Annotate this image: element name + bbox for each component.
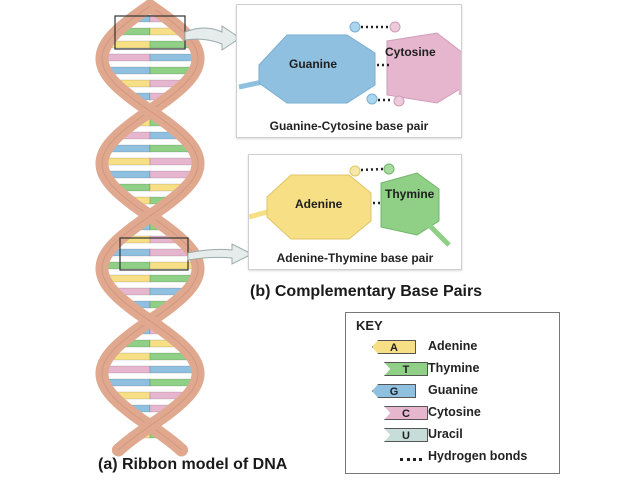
adenine-thymine-panel: Adenine Thymine Adenine-Thymine base pai… bbox=[248, 154, 462, 270]
cytosine-shape bbox=[386, 32, 461, 104]
adenine-key-label: Adenine bbox=[428, 339, 478, 353]
key-row-thymine: T Thymine bbox=[346, 361, 559, 379]
cytosine-key-label: Cytosine bbox=[428, 405, 481, 419]
adenine-shape bbox=[266, 174, 372, 240]
hbond-donor-1 bbox=[349, 21, 361, 33]
backbone-strand-1-edge bbox=[101, 5, 199, 451]
thymine-key-label: Thymine bbox=[428, 361, 480, 375]
guanine-swatch: G bbox=[372, 384, 416, 398]
base-rung bbox=[101, 53, 151, 62]
cytosine-label: Cytosine bbox=[385, 45, 436, 59]
uracil-key-label: Uracil bbox=[428, 427, 463, 441]
at-panel-caption: Adenine-Thymine base pair bbox=[276, 251, 434, 265]
hbond-donor-a bbox=[349, 165, 361, 177]
key-row-guanine: G Guanine bbox=[346, 383, 559, 401]
thymine-sugar-bond bbox=[427, 223, 451, 247]
backbone-strands bbox=[95, 0, 205, 457]
base-pair-rungs bbox=[101, 14, 199, 439]
thymine-swatch: T bbox=[384, 362, 428, 376]
base-rung bbox=[101, 261, 151, 270]
key-title: KEY bbox=[356, 318, 383, 333]
ribbon-model-caption: (a) Ribbon model of DNA bbox=[98, 456, 288, 473]
callout-arrow-bottom bbox=[187, 243, 254, 265]
hbond-donor-3 bbox=[366, 93, 378, 105]
adenine-label: Adenine bbox=[295, 197, 343, 211]
key-row-adenine: A Adenine bbox=[346, 339, 559, 357]
key-legend: KEY A Adenine T Thymine G Guanine C Cyto… bbox=[345, 312, 560, 474]
cytosine-swatch: C bbox=[384, 406, 428, 420]
guanine-cytosine-panel: Guanine Cytosine Guanine-Cytosine base p… bbox=[236, 4, 462, 138]
key-row-hydrogen-bonds: Hydrogen bonds bbox=[346, 449, 559, 467]
hbond-acceptor-3 bbox=[393, 95, 405, 107]
hydrogen-bond-dots-icon bbox=[400, 458, 422, 461]
thymine-label: Thymine bbox=[385, 187, 435, 201]
hydrogen-bonds-key-label: Hydrogen bonds bbox=[428, 449, 528, 463]
base-rung bbox=[149, 53, 199, 62]
base-rung bbox=[149, 157, 199, 166]
guanine-shape bbox=[258, 34, 376, 104]
key-row-uracil: U Uracil bbox=[346, 427, 559, 445]
base-rung bbox=[101, 157, 151, 166]
at-pair-illustration bbox=[249, 163, 451, 247]
uracil-swatch: U bbox=[384, 428, 428, 442]
guanine-key-label: Guanine bbox=[428, 383, 479, 397]
base-pairs-caption: (b) Complementary Base Pairs bbox=[250, 283, 483, 300]
gc-pair-illustration bbox=[238, 21, 461, 107]
hbond-acceptor-t bbox=[383, 163, 395, 175]
gc-panel-caption: Guanine-Cytosine base pair bbox=[269, 119, 429, 133]
callout-arrow-top bbox=[184, 25, 241, 51]
key-row-cytosine: C Cytosine bbox=[346, 405, 559, 423]
base-rung bbox=[149, 261, 199, 270]
adenine-swatch: A bbox=[372, 340, 416, 354]
hbond-acceptor-1 bbox=[389, 21, 401, 33]
thymine-shape bbox=[380, 172, 440, 236]
guanine-label: Guanine bbox=[289, 57, 338, 71]
hydrogen-bond-a bbox=[360, 167, 384, 172]
backbone-strand-2-edge bbox=[101, 5, 199, 451]
